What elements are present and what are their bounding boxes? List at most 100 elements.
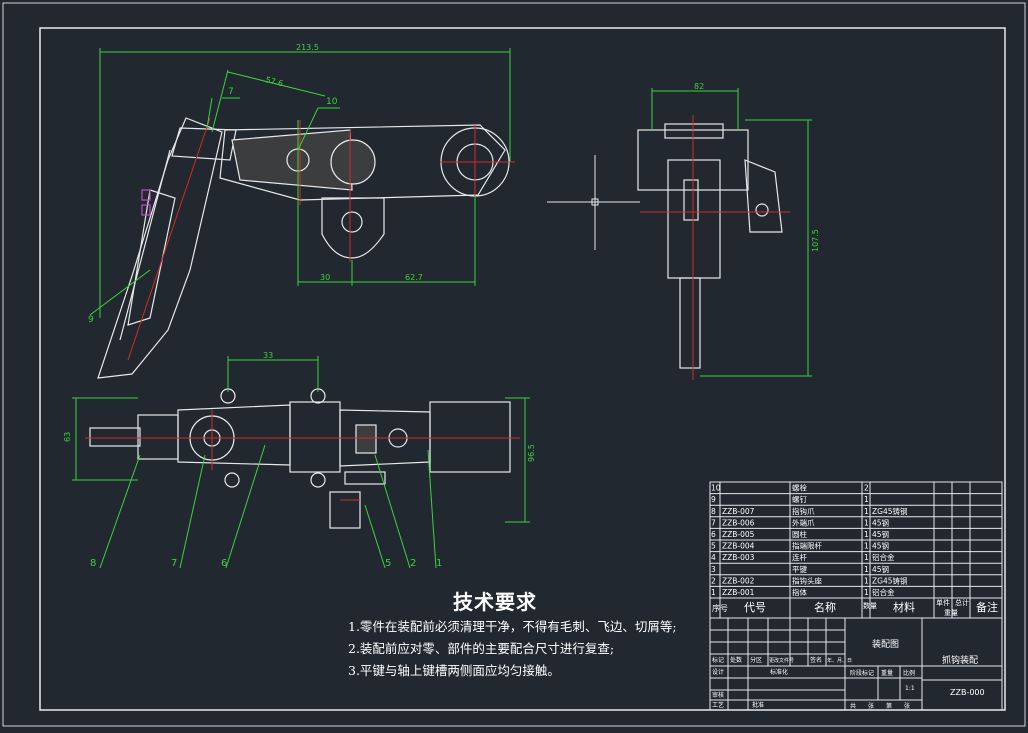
bom-header-no: 序号 — [712, 603, 728, 613]
tech-requirements-title: 技术要求 — [453, 590, 537, 614]
side-view-top-right — [637, 123, 783, 369]
tb-sheet-no: 第 — [886, 702, 892, 710]
bom-cell-no: 1 — [711, 588, 716, 597]
bom-cell-code: ZZB-006 — [722, 518, 755, 527]
tb-stage: 阶段标记 — [850, 669, 874, 677]
tb-label-count: 处数 — [730, 656, 742, 664]
bom-header-code: 代号 — [744, 601, 766, 614]
bom-cell-code: ZZB-005 — [722, 530, 755, 539]
bom-cell-no: 8 — [711, 507, 716, 516]
bom-header-remark: 备注 — [976, 600, 998, 614]
dim-right-height: 107.5 — [811, 229, 820, 252]
balloon-6: 7 — [171, 558, 177, 569]
dims-top-left — [89, 48, 511, 318]
title-block — [709, 617, 1003, 711]
bom-cell-qty: 1 — [864, 495, 869, 504]
bom-cell-name: 外端爪 — [792, 517, 815, 527]
balloon-3: 5 — [385, 558, 391, 569]
balloon-2: 2 — [410, 558, 416, 569]
tb-sheet-total: 共 — [850, 702, 856, 710]
bom-cell-no: 2 — [711, 576, 716, 585]
centerlines-top-right — [640, 115, 790, 380]
bom-cell-no: 3 — [711, 565, 716, 574]
balloon-1: 1 — [436, 558, 442, 569]
ucs-crosshair — [547, 155, 640, 250]
bom-cell-mat: ZG45铸钢 — [872, 506, 908, 516]
bom-cell-qty: 1 — [864, 542, 869, 551]
dims-top-right — [651, 88, 812, 377]
bom-cell-no: 9 — [711, 495, 716, 504]
bom-cell-name: 指体 — [792, 587, 807, 597]
side-column — [667, 159, 721, 279]
screw-marker — [141, 189, 151, 201]
tb-scale: 1:1 — [905, 685, 915, 692]
bom-cell-name: 平键 — [792, 564, 807, 574]
tb-label-mark: 标记 — [712, 656, 724, 664]
bom-cell-mat: ZG45铸钢 — [872, 575, 908, 585]
bom-cell-mat: 45钢 — [872, 564, 889, 574]
bom-cell-qty: 1 — [864, 518, 869, 527]
tb-label-date: 年、月、日 — [827, 657, 852, 664]
centerlines-bottom — [85, 410, 520, 501]
bom-cell-qty: 1 — [864, 576, 869, 585]
bom-cell-qty: 1 — [864, 553, 869, 562]
main-view-top-left — [97, 117, 510, 379]
plan-block — [289, 401, 341, 473]
bom-cell-no: 5 — [711, 542, 716, 551]
finger-body — [97, 117, 223, 379]
lower-bracket — [321, 197, 385, 259]
dim-h-right: 62.7 — [405, 273, 423, 282]
screw-marker — [141, 204, 151, 216]
clamp-block — [171, 127, 237, 161]
bom-cell-mat: 45钢 — [872, 541, 889, 551]
tech-requirement-2: 2.装配前应对零、部件的主要配合尺寸进行复查; — [348, 641, 615, 656]
dim-bottom-top: 33 — [263, 351, 273, 360]
balloon-9: 9 — [88, 315, 94, 325]
dim-bottom-left: 63 — [63, 432, 72, 442]
bom-cell-no: 6 — [711, 530, 716, 539]
balloon-10: 10 — [326, 97, 338, 107]
tb-name1: 装配图 — [872, 638, 899, 650]
tb-sheet-unit1: 张 — [868, 702, 874, 710]
bom-cell-name: 螺栓 — [792, 483, 807, 493]
lever-arm — [219, 124, 506, 201]
bom-cell-mat: 45钢 — [872, 517, 889, 527]
tb-name2: 抓钩装配 — [942, 654, 978, 666]
balloon-5: 6 — [221, 558, 227, 569]
tb-sheet-unit2: 张 — [904, 702, 910, 710]
tb-label-zone: 分区 — [750, 656, 762, 664]
bom-table — [709, 481, 1003, 619]
bom-cell-name: 指端限杆 — [792, 541, 822, 551]
bom-cell-code: ZZB-004 — [722, 542, 755, 551]
tb-label-sign: 签名 — [810, 656, 822, 664]
bom-cell-mat: 铝合金 — [872, 587, 895, 597]
balloon-8: 7 — [228, 87, 234, 97]
tech-requirement-1: 1.零件在装配前必须清理干净，不得有毛刺、飞边、切屑等; — [348, 619, 677, 634]
dim-bottom-right: 96.5 — [527, 444, 536, 462]
tb-standard: 标准化 — [770, 668, 788, 676]
tb-scale-label: 比例 — [903, 669, 915, 677]
dim-top-overall: 213.5 — [296, 43, 319, 52]
dim-right-top: 82 — [694, 82, 704, 91]
bom-cell-name: 连杆 — [792, 552, 807, 562]
tb-process: 工艺 — [712, 701, 724, 709]
bom-cell-mat: 45钢 — [872, 529, 889, 539]
pivot-shaft — [330, 139, 376, 185]
side-bracket — [744, 159, 783, 233]
bom-cell-qty: 1 — [864, 530, 869, 539]
bom-cell-no: 10 — [711, 484, 721, 493]
bom-cell-qty: 2 — [864, 484, 869, 493]
bom-cell-mat: 铝合金 — [872, 552, 895, 562]
bom-cell-name: 圆柱 — [792, 529, 807, 539]
dim-h-left: 30 — [320, 273, 330, 282]
plan-view-bottom — [89, 388, 511, 529]
inner-border — [39, 27, 1006, 711]
side-finger — [679, 277, 701, 369]
tb-drawing-no: ZZB-000 — [950, 688, 985, 697]
tb-design: 设计 — [712, 668, 724, 676]
bom-cell-code: ZZB-002 — [722, 576, 755, 585]
dim-angled: 57.6 — [265, 75, 284, 88]
finger-jaw — [127, 189, 176, 326]
